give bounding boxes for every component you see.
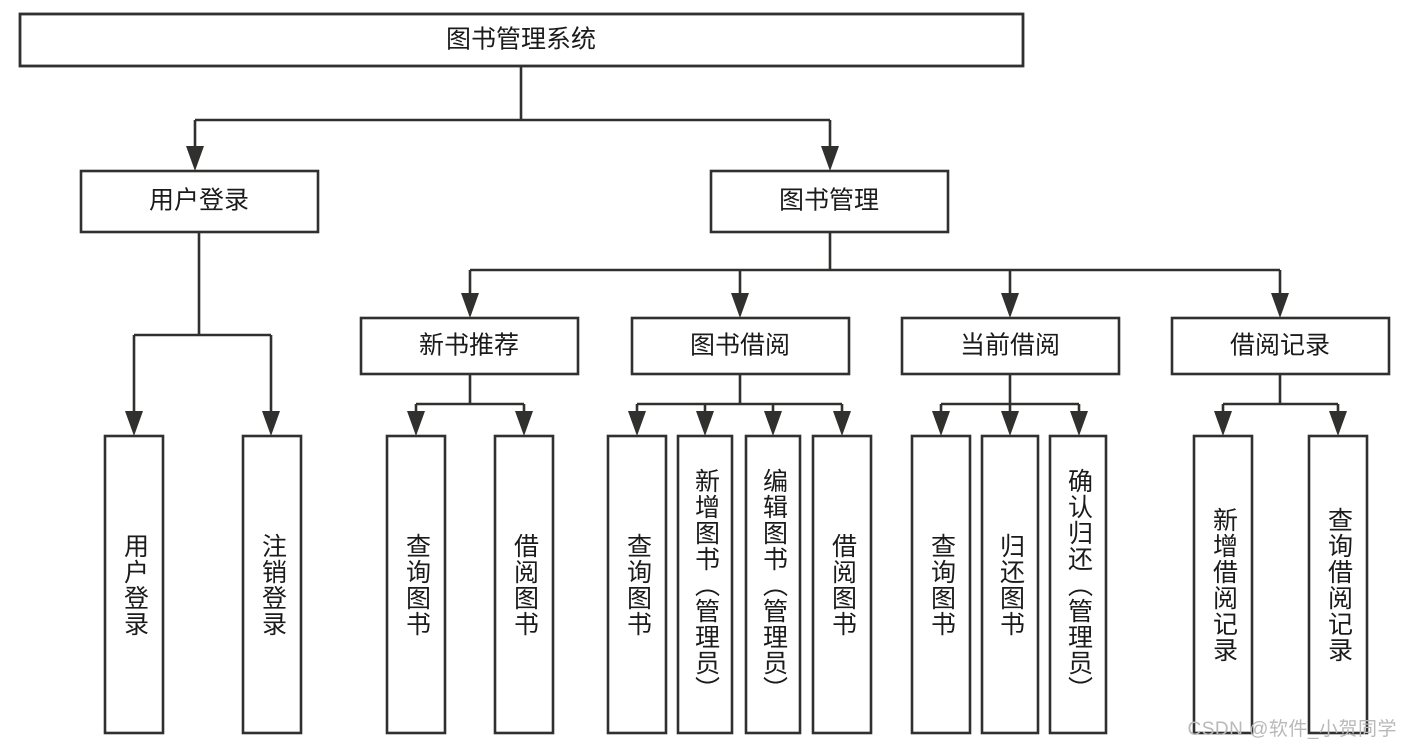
arrow-book-mgmt-child-2 <box>731 293 749 318</box>
node-leaf-current-query-book[interactable] <box>910 434 972 735</box>
arrow-borrow-leaf-2 <box>696 411 714 436</box>
node-leaf-record-add-record[interactable] <box>1192 434 1254 735</box>
arrow-root-to-book-mgmt <box>821 146 839 171</box>
node-book-borrow[interactable] <box>630 316 851 376</box>
node-book-management-label: 图书管理 <box>779 187 879 215</box>
node-leaf-recommend-query-book[interactable] <box>385 434 447 735</box>
node-leaf-borrow-borrow-book[interactable] <box>811 434 873 735</box>
watermark-text: CSDN @软件_小贺同学 <box>1187 719 1397 740</box>
arrow-borrow-leaf-1 <box>628 411 646 436</box>
node-leaf-user-login-signout[interactable] <box>241 434 303 735</box>
node-new-book-recommend[interactable] <box>359 316 580 376</box>
node-current-borrow[interactable] <box>900 316 1121 376</box>
arrow-current-leaf-2 <box>1001 411 1019 436</box>
node-leaf-borrow-add-book-admin[interactable] <box>676 434 734 735</box>
arrow-book-mgmt-child-4 <box>1271 293 1289 318</box>
arrow-recommend-leaf-1 <box>407 411 425 436</box>
node-root-book-management-system[interactable] <box>18 12 1025 68</box>
node-current-borrow-label: 当前借阅 <box>960 332 1060 360</box>
node-leaf-borrow-edit-book-admin[interactable] <box>744 434 802 735</box>
arrow-book-mgmt-child-1 <box>461 293 479 318</box>
arrow-borrow-leaf-3 <box>764 411 782 436</box>
node-leaf-current-return-book[interactable] <box>980 434 1040 735</box>
arrow-current-leaf-1 <box>932 411 950 436</box>
arrow-book-mgmt-child-3 <box>1001 293 1019 318</box>
node-leaf-user-login-signin[interactable] <box>103 434 165 735</box>
node-leaf-record-query-record[interactable] <box>1307 434 1369 735</box>
nodes: 图书管理系统 用户登录 图书管理 新书推荐 图书借阅 当前借阅 借阅记录 <box>18 12 1391 735</box>
node-book-borrow-label: 图书借阅 <box>690 332 790 360</box>
arrow-current-leaf-3 <box>1070 411 1088 436</box>
node-borrow-record[interactable] <box>1170 316 1391 376</box>
node-leaf-current-confirm-return-admin[interactable] <box>1048 434 1108 735</box>
arrow-borrow-leaf-4 <box>833 411 851 436</box>
node-root-label: 图书管理系统 <box>446 26 596 54</box>
node-borrow-record-label: 借阅记录 <box>1230 332 1330 360</box>
node-leaf-recommend-borrow-book[interactable] <box>493 434 555 735</box>
arrow-user-login-leaf-2 <box>262 411 280 436</box>
arrow-user-login-leaf-1 <box>125 411 143 436</box>
arrow-recommend-leaf-2 <box>515 411 533 436</box>
node-leaf-borrow-query-book[interactable] <box>606 434 668 735</box>
arrow-record-leaf-1 <box>1214 411 1232 436</box>
arrow-root-to-user-login <box>186 146 204 171</box>
node-book-management[interactable] <box>709 169 950 234</box>
node-user-login-label: 用户登录 <box>149 187 249 215</box>
arrow-record-leaf-2 <box>1329 411 1347 436</box>
node-new-book-recommend-label: 新书推荐 <box>419 332 519 360</box>
node-user-login[interactable] <box>79 169 320 234</box>
connectors <box>125 66 1347 436</box>
